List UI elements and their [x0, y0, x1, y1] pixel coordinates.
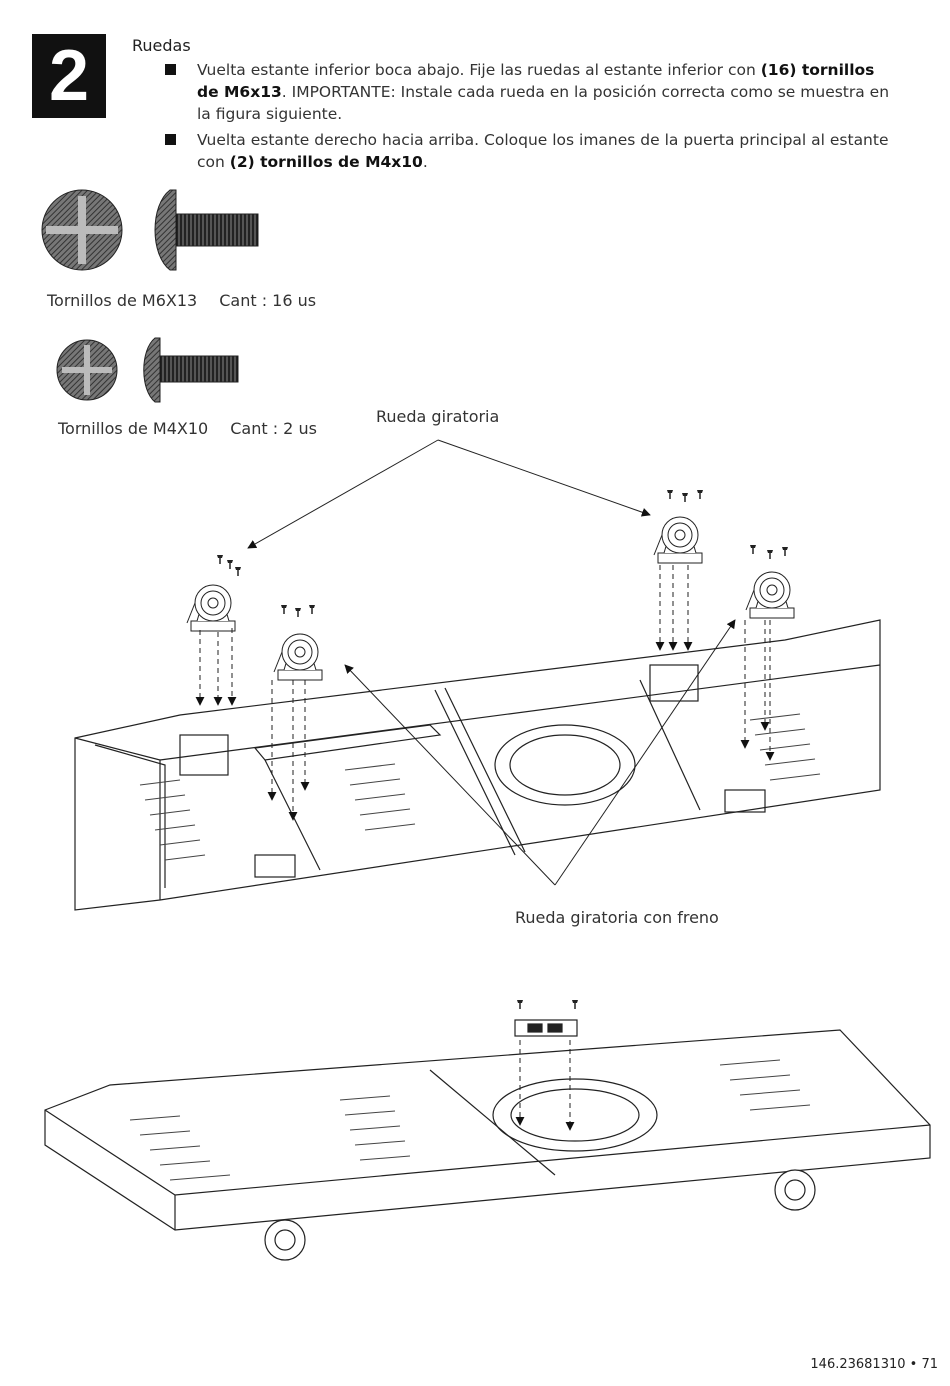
- instruction-text-part: Vuelta estante inferior boca abajo. Fije…: [197, 61, 761, 79]
- bullet-square-icon: [165, 64, 176, 75]
- hardware-qty: Cant : 2 us: [230, 419, 317, 438]
- m4x10-screw-head-icon: [56, 339, 118, 401]
- swivel-caster-left: [186, 554, 242, 632]
- hardware-name: Tornillos de M4X10: [58, 419, 209, 438]
- m4x10-screw-side-icon: [143, 337, 239, 403]
- shelf-vent-slots: [139, 713, 821, 861]
- brake-caster-label: Rueda giratoria con freno: [515, 908, 719, 927]
- instruction-text-part: . IMPORTANTE: Instale cada rueda en la p…: [197, 83, 890, 123]
- instruction-bold-part: (2) tornillos de M4x10: [229, 153, 423, 171]
- hardware-qty: Cant : 16 us: [219, 291, 317, 310]
- instruction-text-part: Vuelta estante derecho hacia arriba. Col…: [197, 131, 889, 171]
- bullet-square-icon: [165, 134, 176, 145]
- step-number-badge: 2: [32, 34, 106, 118]
- m6x13-screw-head-icon: [41, 189, 123, 271]
- swivel-caster-right: [653, 489, 704, 564]
- page-number: 146.23681310 • 71: [810, 1357, 938, 1372]
- magnet-screw-arrows: [515, 999, 579, 1131]
- m6x13-screw-side-icon: [154, 189, 259, 271]
- swivel-caster-label: Rueda giratoria: [376, 407, 500, 426]
- instruction-text-part: .: [422, 153, 428, 171]
- right-shelf-upright: [44, 1019, 931, 1261]
- hardware-caption-m6x13: Tornillos de M6X13 Cant : 16 us: [47, 291, 316, 310]
- shelf-vent-slots: [129, 1059, 811, 1181]
- instruction-text: Vuelta estante derecho hacia arriba. Col…: [197, 131, 889, 171]
- hardware-caption-m4x10: Tornillos de M4X10 Cant : 2 us: [58, 419, 317, 438]
- section-title: Ruedas: [132, 36, 191, 55]
- fastening-arrows: [195, 565, 775, 821]
- callout-leaders: [247, 439, 736, 886]
- instruction-list: Vuelta estante inferior boca abajo. Fije…: [165, 59, 890, 177]
- hardware-name: Tornillos de M6X13: [47, 291, 198, 310]
- instruction-text: Vuelta estante inferior boca abajo. Fije…: [197, 61, 889, 123]
- lower-shelf-upside-down: [74, 619, 881, 911]
- instruction-item: Vuelta estante derecho hacia arriba. Col…: [165, 129, 890, 173]
- brake-caster-right: [745, 544, 795, 619]
- brake-caster-left: [273, 604, 323, 681]
- instruction-bold-part: (16) tornillos de M6x13: [197, 61, 875, 101]
- instruction-item: Vuelta estante inferior boca abajo. Fije…: [165, 59, 890, 125]
